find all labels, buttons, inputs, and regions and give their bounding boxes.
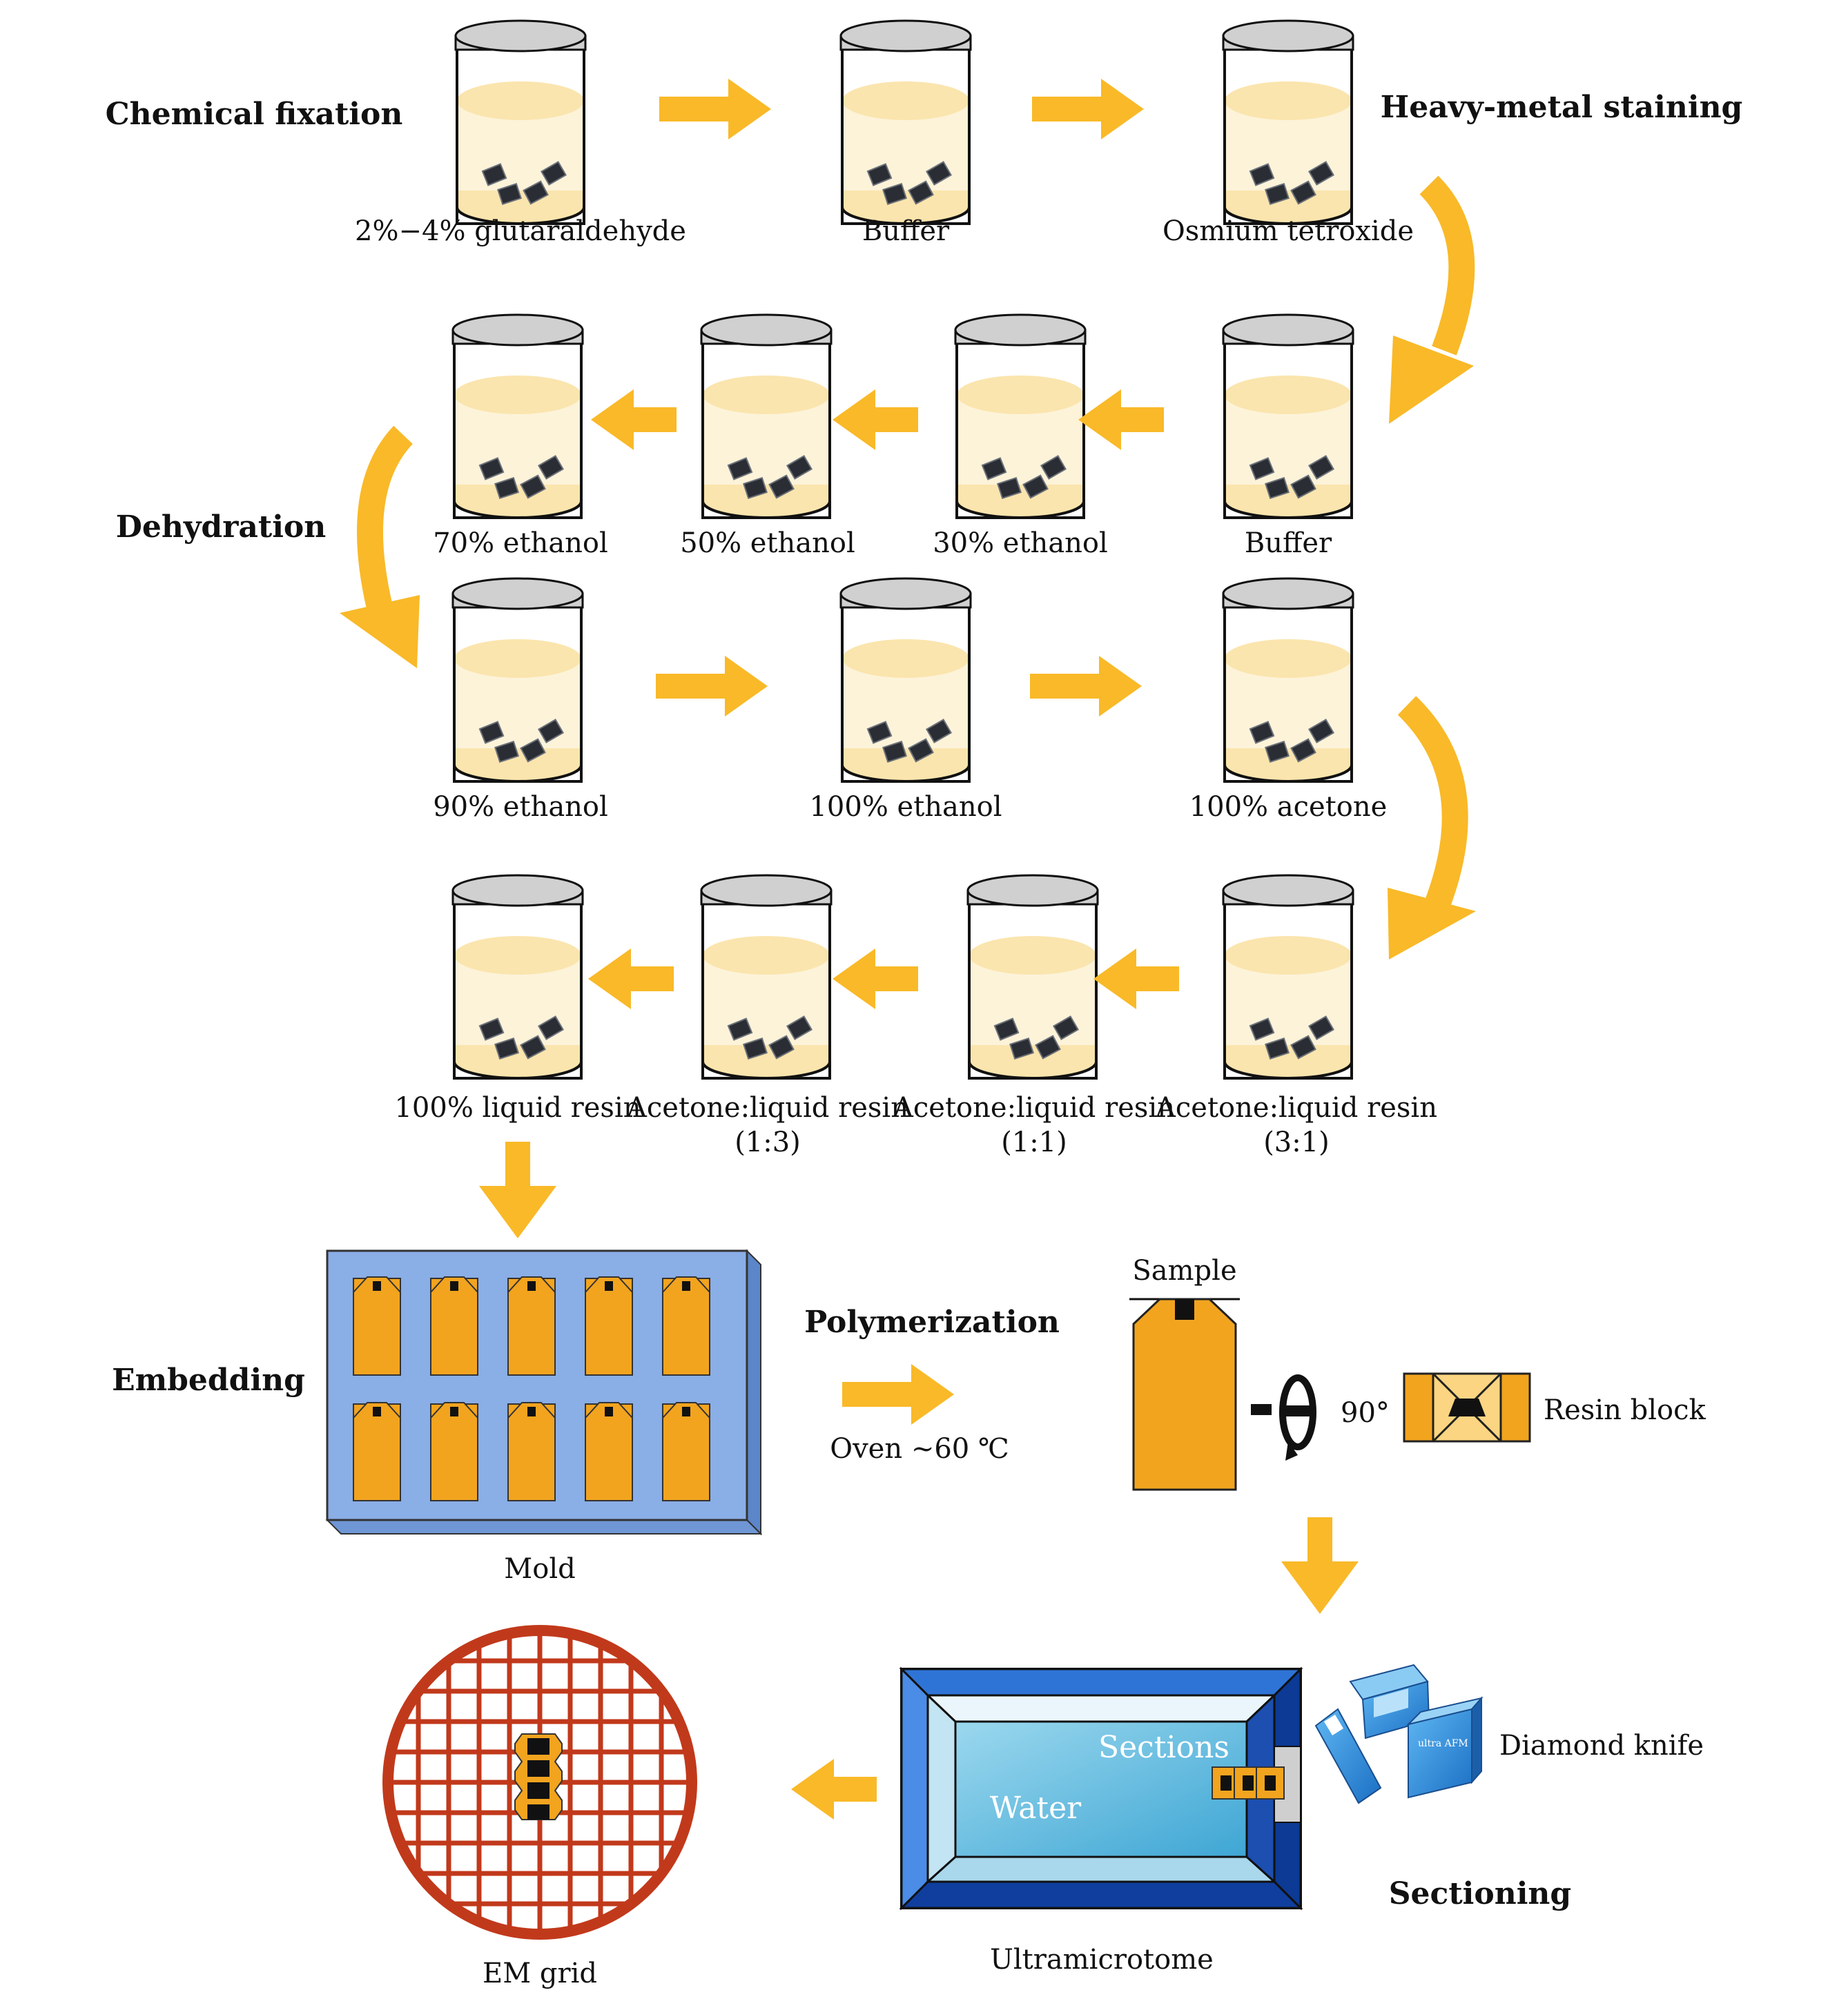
jar-acetone-100 [1222, 577, 1354, 783]
label-diamond-knife: Diamond knife [1499, 1730, 1704, 1762]
chemical-fixation-title: Chemical fixation [106, 97, 403, 132]
arrow-down-2 [1281, 1517, 1359, 1614]
sample-block [1132, 1298, 1237, 1491]
diamond-knife-icon: ultra AFM [1314, 1664, 1484, 1804]
heavy-metal-staining-title: Heavy-metal staining [1381, 90, 1743, 125]
arrow-left-5 [833, 948, 918, 1009]
resin-block [1403, 1372, 1531, 1443]
sectioning-title: Sectioning [1389, 1876, 1571, 1911]
arrow-right-2 [1032, 79, 1144, 139]
label-osmium: Osmium tetroxide [1163, 215, 1414, 247]
curved-arrow-3-head [1388, 888, 1476, 959]
jar-resin-31 [1222, 874, 1354, 1080]
label-oven: Oven ~60 ℃ [830, 1433, 1009, 1465]
rotate-icon [1251, 1374, 1316, 1461]
label-ethanol-90: 90% ethanol [433, 791, 608, 823]
curved-arrow-1-head [1389, 335, 1474, 424]
label-resin-31-ratio: (3:1) [1263, 1127, 1330, 1158]
jar-ethanol-70 [451, 313, 584, 519]
label-resin-31: Acetone:liquid resin [1155, 1092, 1437, 1124]
arrow-left-4 [1093, 948, 1179, 1009]
polymerization-title: Polymerization [804, 1305, 1060, 1340]
jar-osmium [1222, 19, 1354, 225]
arrow-polymerization [842, 1364, 954, 1425]
label-ethanol-100: 100% ethanol [809, 791, 1002, 823]
label-em-grid: EM grid [483, 1958, 597, 1989]
arrow-left-2 [833, 389, 918, 450]
jar-glutaraldehyde [454, 19, 587, 225]
arrow-right-1 [659, 79, 771, 139]
jar-buffer-2 [1222, 313, 1354, 519]
label-acetone-100: 100% acetone [1189, 791, 1388, 823]
arrow-down-1 [479, 1142, 556, 1238]
arrow-left-7 [791, 1759, 877, 1820]
arrow-left-3 [591, 389, 677, 450]
jar-ethanol-30 [954, 313, 1087, 519]
jar-resin-13 [700, 874, 833, 1080]
mold [325, 1249, 763, 1536]
label-resin-block: Resin block [1544, 1394, 1706, 1426]
arrow-left-6 [588, 948, 674, 1009]
label-resin-100: 100% liquid resin [394, 1092, 641, 1124]
label-water: Water [990, 1791, 1082, 1826]
jar-resin-11 [966, 874, 1099, 1080]
arrow-right-3 [656, 656, 768, 717]
arrow-right-4 [1030, 656, 1142, 717]
label-resin-11-ratio: (1:1) [1001, 1127, 1067, 1158]
arrow-left-1 [1078, 389, 1164, 450]
label-rotation: 90° [1341, 1397, 1390, 1429]
label-ethanol-50: 50% ethanol [680, 527, 855, 559]
curved-arrow-1 [1419, 175, 1475, 355]
jar-ethanol-50 [700, 313, 833, 519]
label-buffer-1: Buffer [862, 215, 950, 247]
curved-arrow-2 [356, 425, 414, 611]
label-resin-13-ratio: (1:3) [735, 1127, 801, 1158]
em-grid [382, 1625, 697, 1940]
curved-arrow-2-head [340, 595, 420, 668]
jar-ethanol-100 [839, 577, 972, 783]
label-glutaraldehyde: 2%−4% glutaraldehyde [355, 215, 686, 247]
knife-brand: ultra AFM [1418, 1738, 1468, 1749]
label-buffer-2: Buffer [1245, 527, 1332, 559]
label-mold: Mold [504, 1553, 575, 1585]
label-ethanol-30: 30% ethanol [933, 527, 1108, 559]
dehydration-title: Dehydration [116, 509, 327, 545]
jar-ethanol-90 [451, 577, 584, 783]
floating-sections [1212, 1766, 1285, 1800]
jar-buffer-1 [839, 19, 972, 225]
label-sections: Sections [1098, 1730, 1229, 1765]
label-resin-11: Acetone:liquid resin [893, 1092, 1175, 1124]
label-ethanol-70: 70% ethanol [433, 527, 608, 559]
label-sample: Sample [1132, 1255, 1236, 1287]
embedding-title: Embedding [112, 1363, 305, 1398]
curved-arrow-3 [1397, 696, 1468, 909]
label-ultramicrotome: Ultramicrotome [990, 1944, 1214, 1976]
jar-resin-100 [451, 874, 584, 1080]
label-resin-13: Acetone:liquid resin [626, 1092, 908, 1124]
ultramicrotome [899, 1666, 1303, 1911]
